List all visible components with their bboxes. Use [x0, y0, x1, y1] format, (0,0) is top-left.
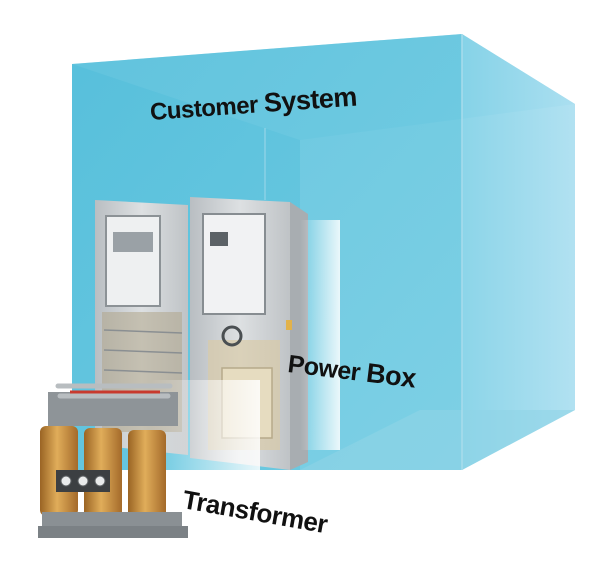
cabinet-right-window — [202, 213, 266, 315]
transformer — [38, 380, 260, 538]
transformer-terminals — [55, 383, 173, 399]
fan-icon — [221, 325, 243, 347]
transformer-bushings — [60, 475, 106, 487]
indicator-lamp — [286, 320, 292, 330]
cabinet-left-panel — [113, 232, 153, 252]
cabinet-blur — [300, 220, 340, 450]
power-box-cabinets — [95, 197, 340, 470]
transformer-coil-3 — [128, 430, 166, 520]
cabinet-left-rails — [103, 329, 183, 374]
power-box-label-b: Box — [364, 357, 418, 394]
customer-system-label-b: System — [262, 81, 358, 118]
box-bottom-face — [300, 410, 575, 470]
box-side-face — [462, 34, 575, 470]
transformer-yoke-bottom — [42, 512, 182, 526]
transformer-base — [38, 526, 188, 538]
cabinet-left-window — [105, 215, 161, 307]
cabinet-right-panel — [210, 232, 228, 246]
